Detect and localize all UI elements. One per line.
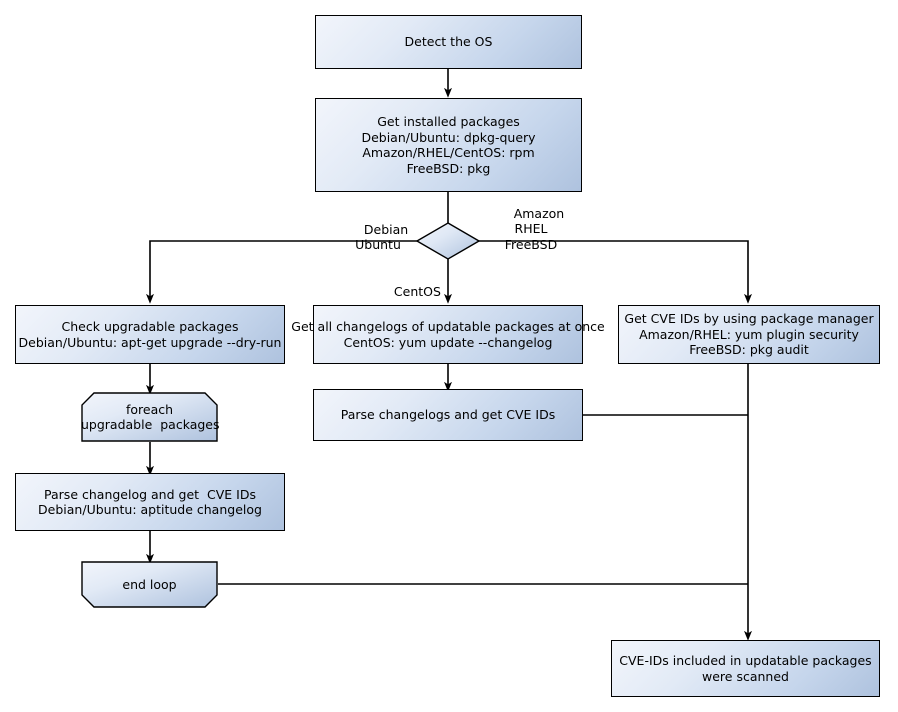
- node-check-upgradable[interactable]: Check upgradable packages Debian/Ubuntu:…: [15, 305, 285, 364]
- node-foreach-loop-label: foreach upgradable packages: [81, 401, 220, 433]
- branch-label-down-text: CentOS: [393, 283, 441, 299]
- node-scan-result[interactable]: CVE-IDs included in updatable packages w…: [611, 640, 880, 697]
- node-detect-os-label: Detect the OS: [404, 34, 493, 50]
- node-scan-result-label: CVE-IDs included in updatable packages w…: [619, 653, 872, 684]
- node-parse-changelog-single-label: Parse changelog and get CVE IDs Debian/U…: [38, 486, 262, 518]
- node-get-installed-packages-label: Get installed packages Debian/Ubuntu: dp…: [361, 114, 536, 176]
- branch-label-left-text: Debian Ubuntu: [355, 221, 409, 253]
- node-detect-os[interactable]: Detect the OS: [315, 15, 582, 69]
- branch-label-down: CentOS: [378, 268, 441, 315]
- node-os-decision[interactable]: [415, 222, 481, 260]
- node-check-upgradable-label: Check upgradable packages Debian/Ubuntu:…: [18, 319, 282, 350]
- edge-decision-right: [478, 240, 752, 304]
- node-get-cve-ids-package-manager[interactable]: Get CVE IDs by using package manager Ama…: [618, 305, 880, 364]
- node-foreach-loop[interactable]: foreach upgradable packages: [81, 392, 220, 442]
- node-parse-changelog-single[interactable]: Parse changelog and get CVE IDs Debian/U…: [15, 473, 285, 531]
- node-end-loop[interactable]: end loop: [81, 561, 218, 608]
- branch-label-left: Debian Ubuntu: [348, 206, 408, 268]
- node-end-loop-label: end loop: [122, 576, 177, 592]
- node-parse-changelogs-multi[interactable]: Parse changelogs and get CVE IDs: [313, 389, 583, 441]
- edge-decision-left: [146, 240, 418, 304]
- node-get-all-changelogs-label: Get all changelogs of updatable packages…: [291, 319, 605, 350]
- branch-label-right-text: Amazon RHEL FreeBSD: [504, 205, 565, 252]
- node-get-installed-packages[interactable]: Get installed packages Debian/Ubuntu: dp…: [315, 98, 582, 192]
- node-get-all-changelogs[interactable]: Get all changelogs of updatable packages…: [291, 305, 605, 364]
- branch-label-right: Amazon RHEL FreeBSD: [494, 190, 568, 268]
- node-parse-changelogs-multi-label: Parse changelogs and get CVE IDs: [340, 407, 556, 423]
- node-get-cve-ids-package-manager-label: Get CVE IDs by using package manager Ama…: [624, 311, 874, 358]
